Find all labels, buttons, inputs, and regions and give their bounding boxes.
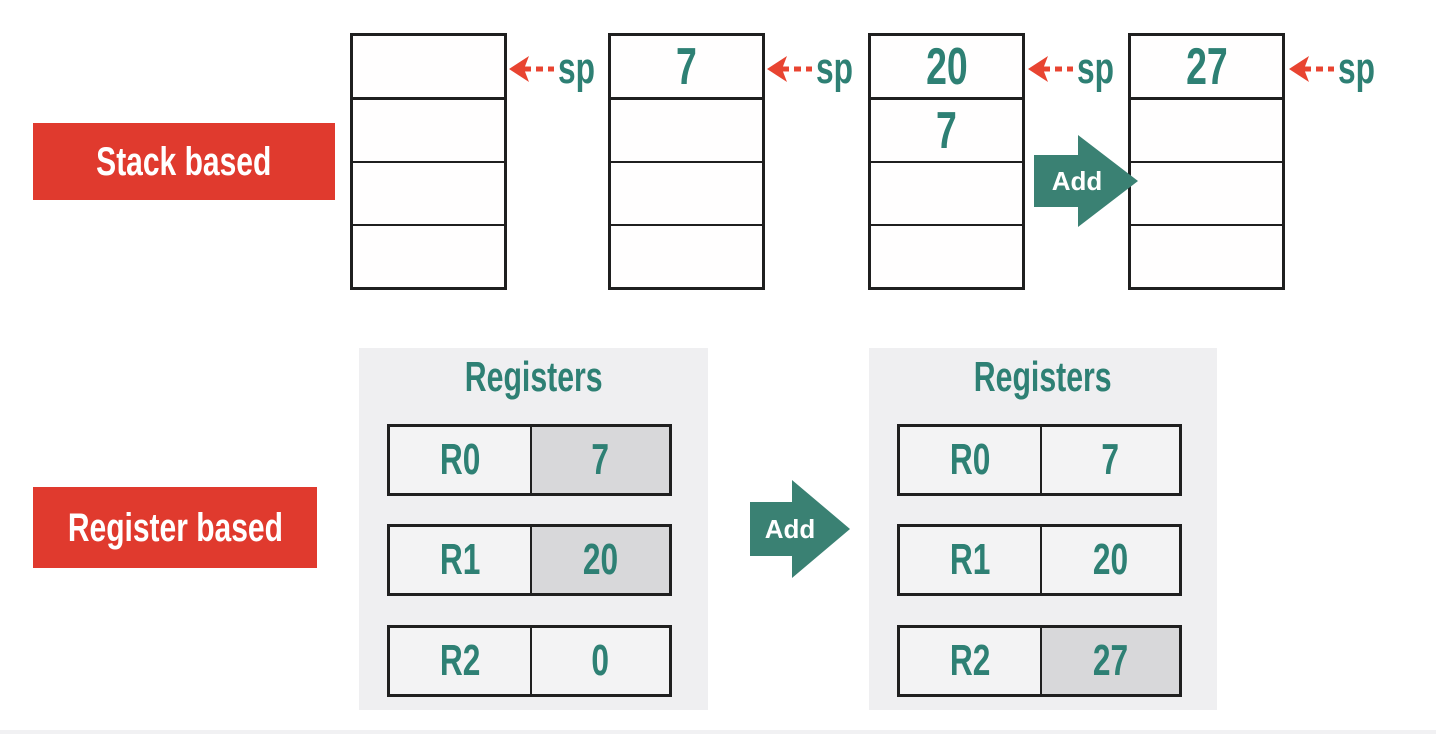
register-row-r1: R1 20 <box>897 524 1182 596</box>
add-arrow-icon: Add <box>1034 135 1138 227</box>
register-name-cell: R1 <box>900 527 1042 593</box>
registers-title: Registers <box>974 353 1112 400</box>
register-name-cell: R1 <box>390 527 532 593</box>
stack-column-3: 20 7 <box>868 33 1025 290</box>
register-value-cell: 0 <box>532 628 669 694</box>
stack-cell <box>611 97 762 161</box>
register-row-r0: R0 7 <box>897 424 1182 496</box>
stack-pointer-2: sp <box>767 46 867 92</box>
register-name-cell: R2 <box>900 628 1042 694</box>
registers-panel-after: Registers R0 7 R1 20 R2 27 <box>869 348 1217 710</box>
stack-cell <box>871 224 1022 287</box>
sp-label: sp <box>558 44 595 93</box>
stack-cell <box>611 161 762 224</box>
stack-cell-value: 7 <box>676 37 697 96</box>
stack-cell <box>353 97 504 161</box>
registers-panel-before: Registers R0 7 R1 20 R2 0 <box>359 348 708 710</box>
add-arrow-label: Add <box>1052 166 1103 196</box>
stack-pointer-3: sp <box>1028 46 1128 92</box>
registers-title: Registers <box>464 353 603 400</box>
sp-arrow-icon <box>1028 56 1073 82</box>
add-arrow-icon: Add <box>750 480 850 578</box>
stack-cell <box>611 224 762 287</box>
sp-label: sp <box>1077 44 1114 93</box>
stack-cell <box>1131 161 1282 224</box>
register-row-r1: R1 20 <box>387 524 672 596</box>
sp-arrow-icon <box>1289 56 1334 82</box>
stack-based-label: Stack based <box>33 123 335 200</box>
register-value-cell: 27 <box>1042 628 1179 694</box>
register-row-r2: R2 0 <box>387 625 672 697</box>
register-based-label: Register based <box>33 487 317 568</box>
stack-cell <box>353 161 504 224</box>
bottom-edge-strip <box>0 730 1436 734</box>
register-name-cell: R2 <box>390 628 532 694</box>
stack-cell: 20 <box>871 36 1022 97</box>
stack-column-4: 27 <box>1128 33 1285 290</box>
stack-cell <box>1131 224 1282 287</box>
sp-label: sp <box>816 44 853 93</box>
stack-cell-value: 27 <box>1185 37 1228 96</box>
stack-cell-value: 7 <box>936 101 957 160</box>
register-name-cell: R0 <box>390 427 532 493</box>
register-value-cell: 20 <box>532 527 669 593</box>
sp-arrow-icon <box>767 56 812 82</box>
register-value-cell: 7 <box>532 427 669 493</box>
register-name-cell: R0 <box>900 427 1042 493</box>
stack-cell <box>1131 97 1282 161</box>
stack-pointer-4: sp <box>1289 46 1389 92</box>
sp-label: sp <box>1338 44 1375 93</box>
stack-column-2: 7 <box>608 33 765 290</box>
stack-based-label-text: Stack based <box>96 139 272 184</box>
stack-cell: 27 <box>1131 36 1282 97</box>
stack-cell <box>353 224 504 287</box>
sp-arrow-icon <box>509 56 554 82</box>
stack-column-1 <box>350 33 507 290</box>
register-value-cell: 20 <box>1042 527 1179 593</box>
register-based-label-text: Register based <box>67 505 283 550</box>
stack-cell <box>353 36 504 97</box>
stack-pointer-1: sp <box>509 46 609 92</box>
stack-cell-value: 20 <box>925 37 968 96</box>
stack-cell <box>871 161 1022 224</box>
stack-cell: 7 <box>871 97 1022 161</box>
register-value-cell: 7 <box>1042 427 1179 493</box>
stack-cell: 7 <box>611 36 762 97</box>
register-row-r0: R0 7 <box>387 424 672 496</box>
register-row-r2: R2 27 <box>897 625 1182 697</box>
add-arrow-label: Add <box>765 514 816 544</box>
